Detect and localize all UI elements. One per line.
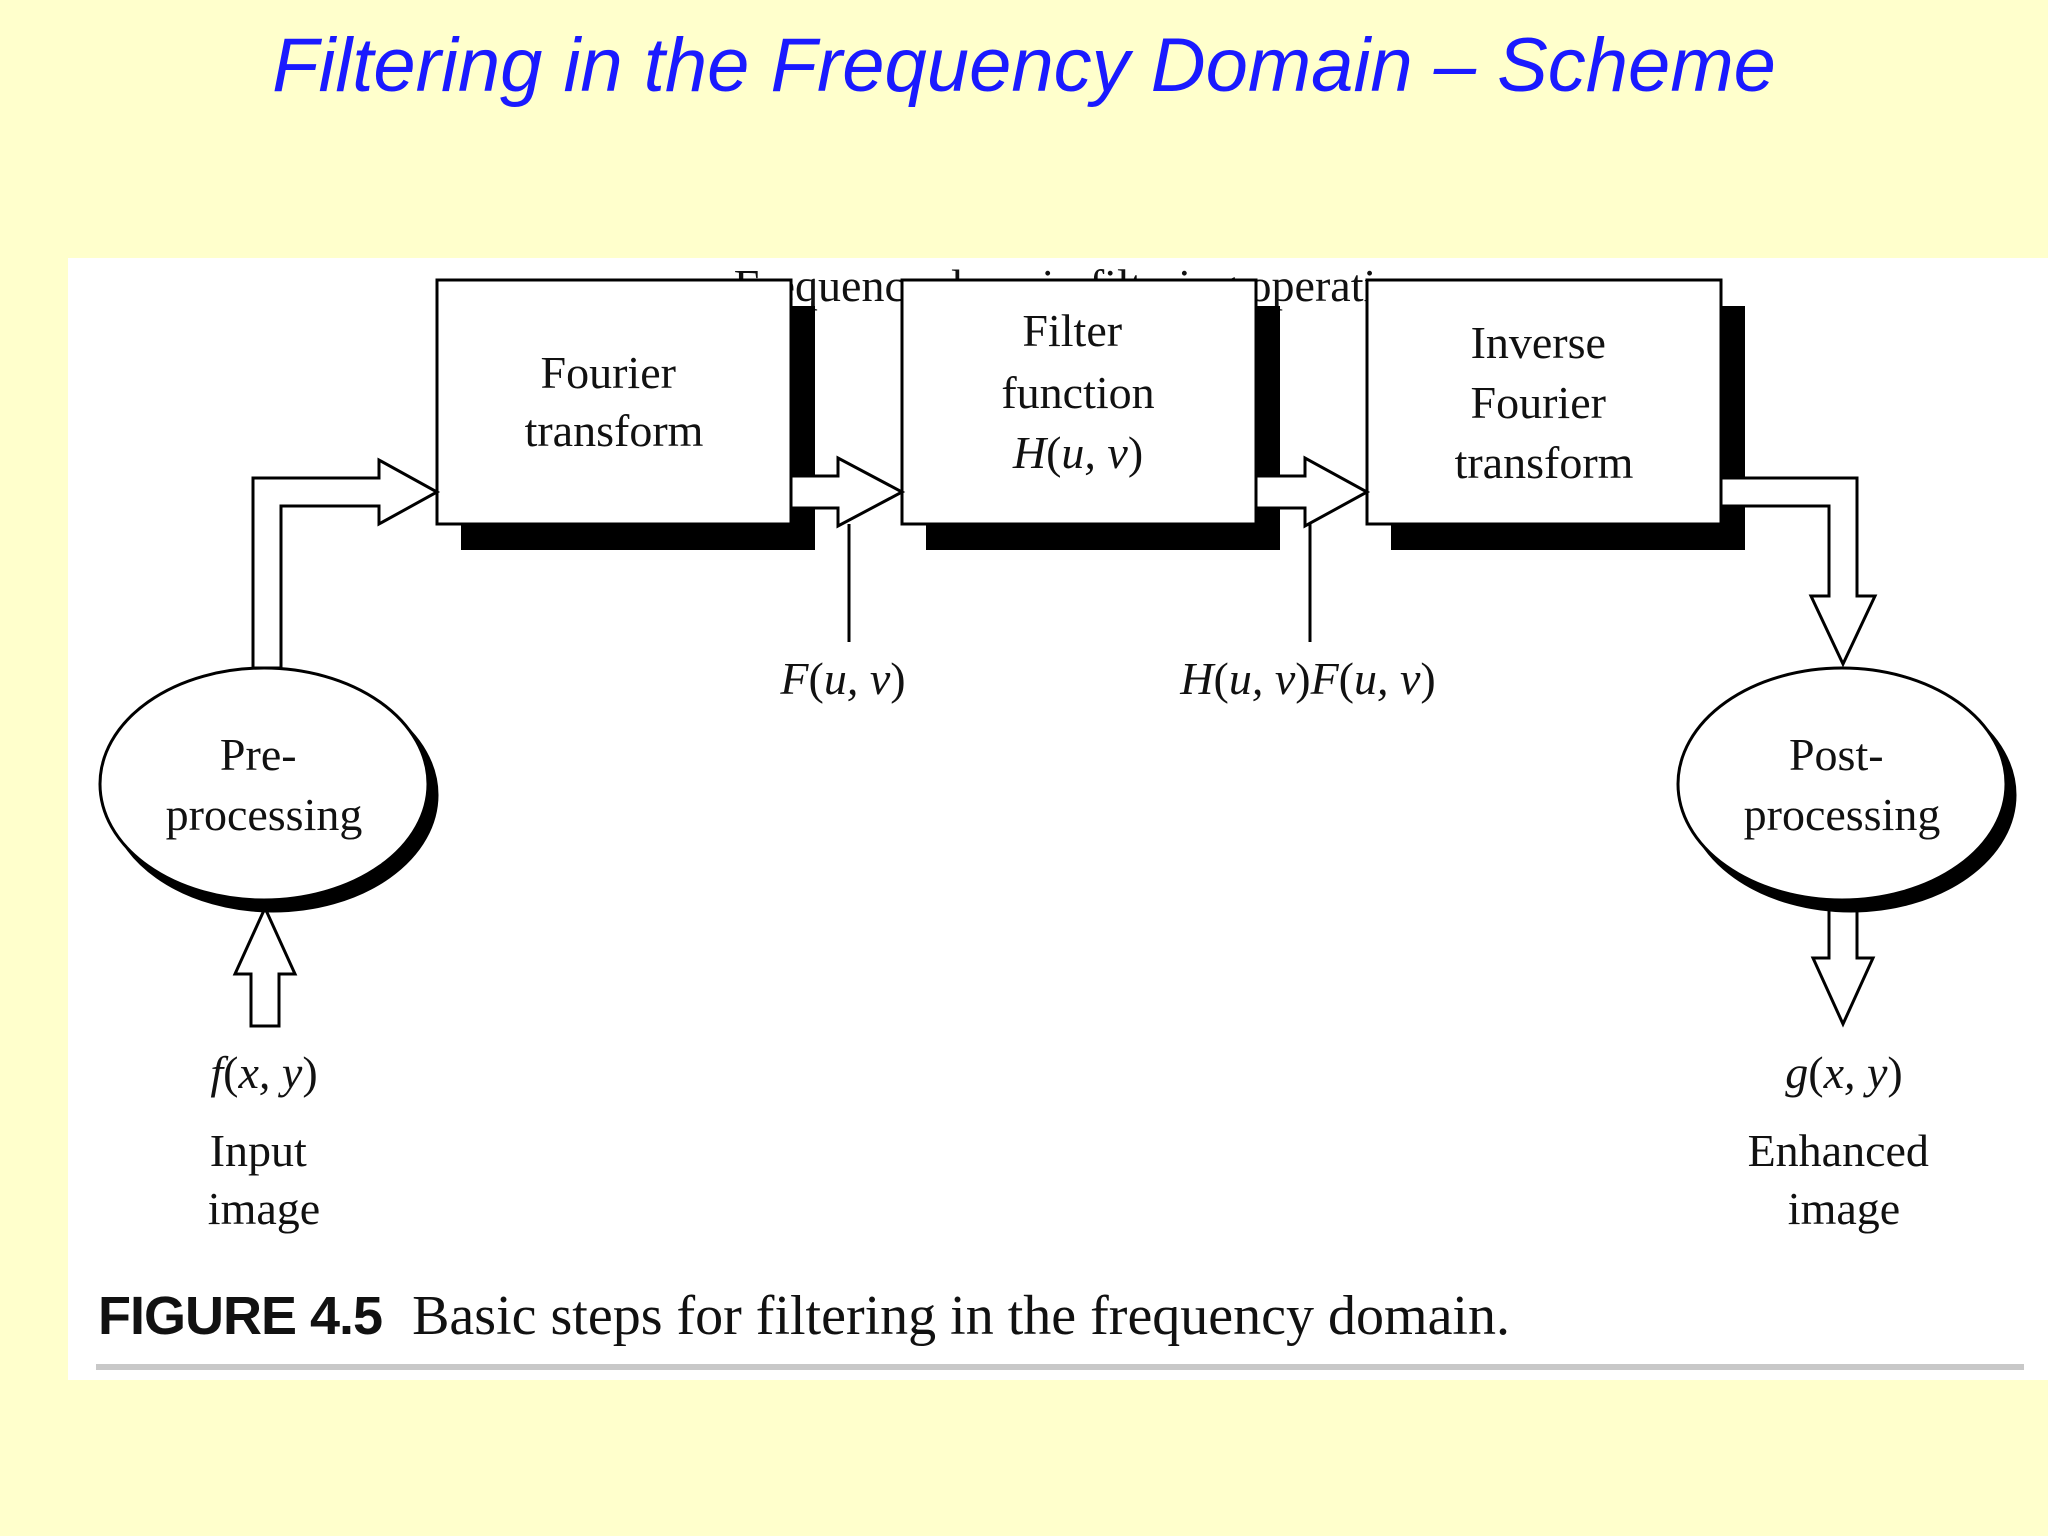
caption-text: Basic steps for filtering in the frequen… bbox=[412, 1285, 1510, 1347]
postprocessing-oval: Post- processing bbox=[1676, 666, 2008, 902]
arrow-fourier-to-filter bbox=[789, 455, 906, 529]
filter-block-expression: H(u, v) bbox=[1012, 427, 1143, 478]
slide-title: Filtering in the Frequency Domain – Sche… bbox=[272, 23, 1776, 108]
inverse-block-label: Inverse Fourier transform bbox=[1455, 317, 1634, 488]
figure-caption: FIGURE 4.5 Basic steps for filtering in t… bbox=[98, 1284, 1510, 1348]
arrow-input-to-pre bbox=[232, 904, 298, 1028]
inverse-fourier-block: Inverse Fourier transform bbox=[1365, 278, 1745, 550]
preprocessing-oval: Pre- processing bbox=[98, 666, 430, 902]
filter-function-block: Filter function H(u, v) bbox=[900, 278, 1280, 550]
arrow-inverse-to-post bbox=[1719, 476, 1878, 668]
figure-panel: Frequency domain filtering operation Fou… bbox=[68, 258, 2048, 1380]
arrow-post-to-output bbox=[1810, 898, 1876, 1028]
spectrum-label: F(u, v) bbox=[779, 653, 905, 704]
filter-block-label: Filter function bbox=[1001, 305, 1154, 418]
figure-number: FIGURE 4.5 bbox=[98, 1286, 383, 1346]
block-diagram: Frequency domain filtering operation Fou… bbox=[98, 260, 2008, 1234]
preprocessing-label: Pre- processing bbox=[166, 729, 363, 840]
output-function: g(x, y) bbox=[1785, 1047, 1903, 1098]
input-function: f(x, y) bbox=[210, 1047, 317, 1098]
arrow-filter-to-inverse bbox=[1254, 455, 1371, 529]
input-image-label: Input image bbox=[208, 1125, 320, 1234]
arrow-pre-to-fourier bbox=[251, 457, 441, 670]
caption-divider bbox=[96, 1364, 2024, 1370]
enhanced-image-label: Enhanced image bbox=[1748, 1125, 1941, 1234]
postprocessing-label: Post- processing bbox=[1744, 729, 1941, 840]
product-label: H(u, v)F(u, v) bbox=[1179, 653, 1436, 704]
fourier-transform-block: Fourier transform bbox=[435, 278, 815, 550]
fourier-block-label: Fourier transform bbox=[525, 347, 704, 456]
